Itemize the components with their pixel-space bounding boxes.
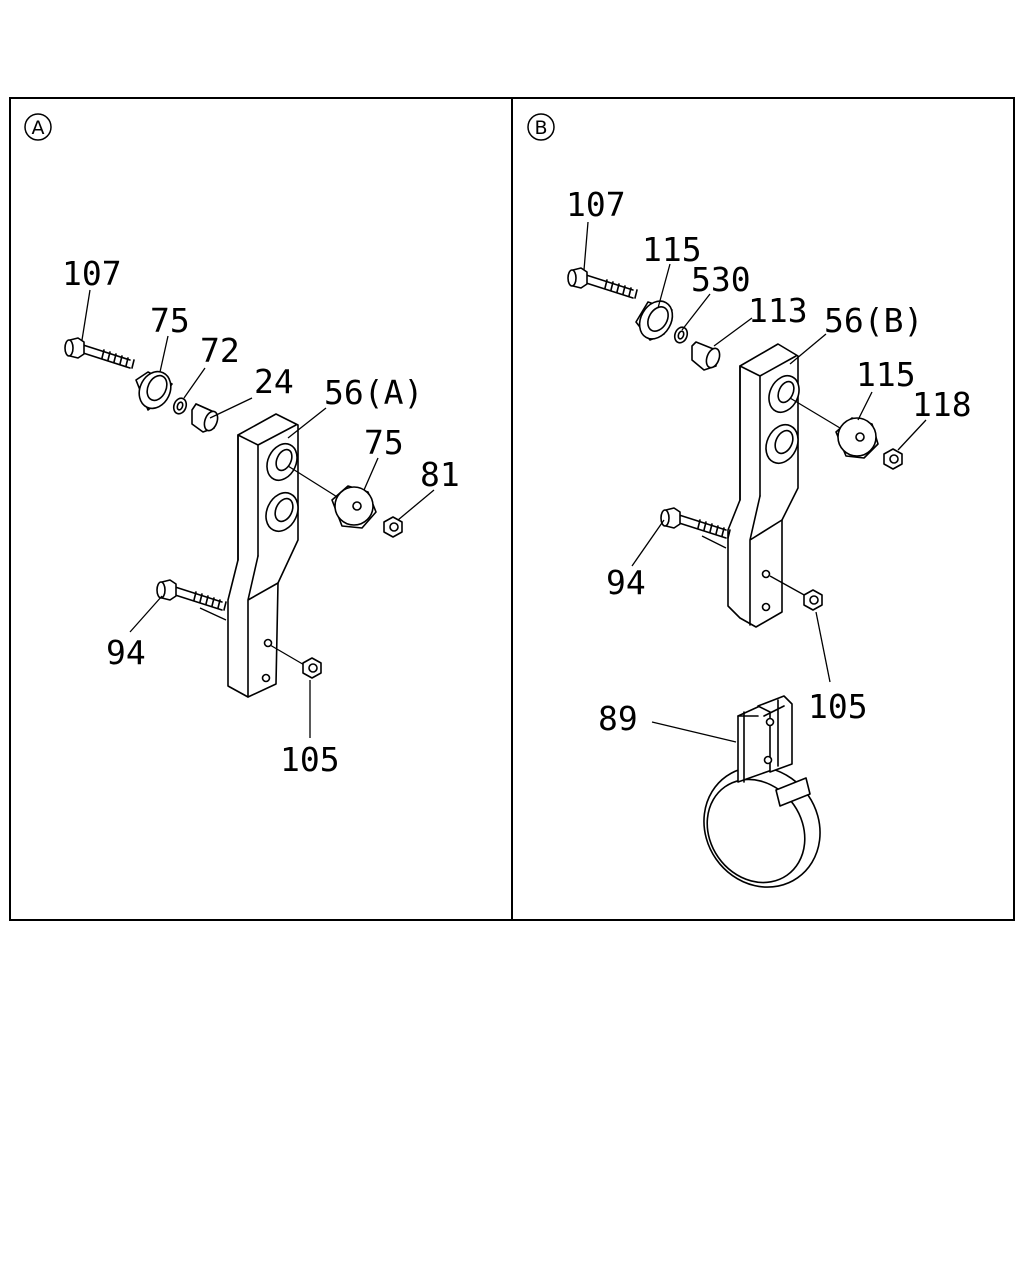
bolt-94-icon <box>156 579 227 611</box>
callout-118: 118 <box>912 385 972 424</box>
nut-105-icon <box>803 589 823 611</box>
rubber-spacer-icon <box>635 300 674 341</box>
nut-118-icon <box>883 448 903 470</box>
rubber-spacer-icon <box>331 485 377 529</box>
callout-75: 75 <box>364 423 404 462</box>
callout-115: 115 <box>642 230 702 269</box>
svg-text:A: A <box>32 117 45 139</box>
callout-105: 105 <box>808 687 868 726</box>
panel-b-frame <box>511 97 1015 921</box>
washer-icon <box>673 326 689 344</box>
bracket-56a-icon <box>227 413 299 698</box>
callout-105: 105 <box>280 740 340 779</box>
callout-115: 115 <box>856 355 916 394</box>
callout-89: 89 <box>598 699 638 738</box>
callout-75: 75 <box>150 301 190 340</box>
panel-b-badge: B <box>527 113 555 141</box>
callout-530: 530 <box>691 260 751 299</box>
nut-81-icon <box>383 516 403 538</box>
bracket-56b-icon <box>727 343 800 628</box>
nut-105-icon <box>302 657 322 679</box>
panel-b: B <box>527 113 972 888</box>
callout-56a: 56(A) <box>324 373 423 412</box>
callout-107: 107 <box>566 185 626 224</box>
bolt-107-icon <box>64 337 135 369</box>
callout-107: 107 <box>62 254 122 293</box>
washer-icon <box>172 397 188 415</box>
callout-72: 72 <box>200 331 240 370</box>
rubber-spacer-icon <box>135 370 173 411</box>
bolt-107-icon <box>567 267 638 299</box>
callout-94: 94 <box>106 633 146 672</box>
callout-56b: 56(B) <box>824 301 923 340</box>
exhaust-clamp-icon <box>703 695 821 888</box>
collar-icon <box>191 403 219 433</box>
callout-113: 113 <box>748 291 808 330</box>
callout-94: 94 <box>606 563 646 602</box>
panel-a: A <box>24 113 460 779</box>
callout-24: 24 <box>254 362 294 401</box>
callout-81: 81 <box>420 455 460 494</box>
rubber-spacer-icon <box>835 417 879 459</box>
svg-text:B: B <box>534 117 547 139</box>
collar-icon <box>691 341 721 371</box>
panel-a-badge: A <box>24 113 52 141</box>
bolt-94-icon <box>660 507 731 539</box>
